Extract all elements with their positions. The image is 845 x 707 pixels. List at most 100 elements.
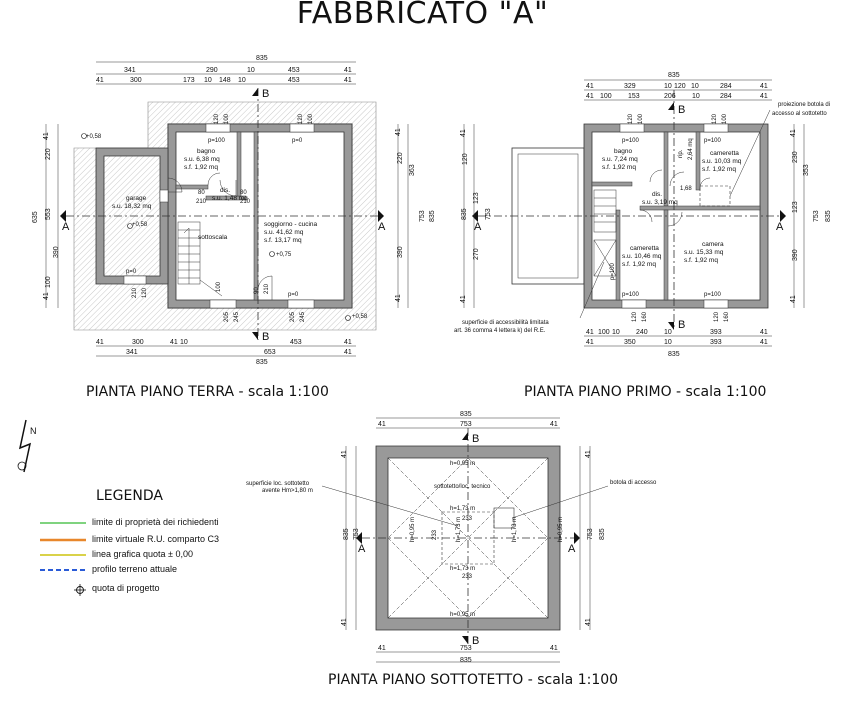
dim-text: 210 xyxy=(264,283,270,294)
dim-text: 41 xyxy=(586,83,594,90)
dim-text: 835 xyxy=(429,210,436,222)
section-arrow-b-bottom xyxy=(668,322,674,330)
attic-plan: A A B B h=0,95 m h=0,95 m h=0,95 m h=0,9… xyxy=(246,411,657,664)
dim-text: 41 xyxy=(586,93,594,100)
note-text: superficie di accessibilità limitata xyxy=(462,320,549,326)
dim-text: 100 xyxy=(45,276,52,288)
dim-text: 123 xyxy=(792,201,799,213)
caption-ground-floor: PIANTA PIANO TERRA - scala 1:100 xyxy=(86,384,329,400)
dim-text: 120 xyxy=(628,113,634,124)
dim-text: 390 xyxy=(53,246,60,258)
dim-text: 393 xyxy=(710,329,722,336)
dim-text: 41 xyxy=(344,67,352,74)
dim-text: 753 xyxy=(460,645,472,652)
dim-text: 90 xyxy=(254,287,260,294)
dim-text: 835 xyxy=(825,210,832,222)
dim-text: 41 xyxy=(378,645,386,652)
section-label: A xyxy=(568,543,576,555)
dim-text: 835 xyxy=(343,528,350,540)
dim-text: 245 xyxy=(234,311,240,322)
dim-text: 41 xyxy=(550,421,558,428)
caption-first-floor: PIANTA PIANO PRIMO - scala 1:100 xyxy=(524,384,767,400)
dim-text: 120 xyxy=(714,311,720,322)
section-arrow-b-top xyxy=(462,432,468,440)
dim-text: 10 xyxy=(238,77,246,84)
section-arrow-b-top xyxy=(668,102,674,110)
dim-text: 41 xyxy=(344,339,352,346)
dim-text: 160 xyxy=(642,311,648,322)
dim-text: 753 xyxy=(353,528,360,540)
legend-item-quota-progetto: quota di progetto xyxy=(92,583,160,593)
section-label: B xyxy=(678,104,685,116)
dim-text: 41 xyxy=(790,129,797,137)
dim-text: 41 xyxy=(344,77,352,84)
dim-text: 210 xyxy=(196,199,207,205)
level-label: p=0 xyxy=(288,292,299,298)
dim-text: 10 xyxy=(692,93,700,100)
height-label: h=0,95 m xyxy=(410,517,416,542)
section-arrow-a-right xyxy=(378,210,384,222)
section-label: A xyxy=(378,221,386,233)
dim-text: 120 xyxy=(632,311,638,322)
elevation-label: +0,58 xyxy=(352,314,368,320)
room-name: soggiorno - cucina xyxy=(264,221,317,228)
dim-text: 10 xyxy=(664,339,672,346)
dim-text: 835 xyxy=(256,359,268,366)
dim-text: 210 xyxy=(240,199,251,205)
dim-text: 10 xyxy=(691,83,699,90)
room-area: s.f. 13,17 mq xyxy=(264,237,302,244)
note-text: superficie loc. sottotetto xyxy=(246,481,310,487)
legend-quota-icon xyxy=(74,584,86,596)
dim-text: 120 xyxy=(214,113,220,124)
room-name: sottotetto/loc. tecnico xyxy=(434,484,491,490)
section-label: B xyxy=(262,88,269,100)
legend-item-property: limite di proprietà dei richiedenti xyxy=(92,517,219,527)
dim-text: 233 xyxy=(462,574,473,580)
dim-text: 10 xyxy=(180,339,188,346)
dim-text: 233 xyxy=(432,529,438,540)
dim-text: 753 xyxy=(419,210,426,222)
dim-text: 100 xyxy=(722,113,728,124)
dim-text: 353 xyxy=(803,164,810,176)
dim-text: 453 xyxy=(288,77,300,84)
dim-text: 390 xyxy=(397,246,404,258)
dim-text: 835 xyxy=(668,72,680,79)
dim-text: 10 xyxy=(204,77,212,84)
dim-text: 160 xyxy=(724,311,730,322)
dim-text: 41 xyxy=(96,339,104,346)
level-label: p=100 xyxy=(610,262,616,280)
caption-attic: PIANTA PIANO SOTTOTETTO - scala 1:100 xyxy=(328,672,619,688)
dim-text: 300 xyxy=(132,339,144,346)
level-label: p=100 xyxy=(622,292,640,298)
room-area: s.u. 15,33 mq xyxy=(684,249,724,256)
dim-text: 753 xyxy=(587,528,594,540)
dim-text: 205 xyxy=(290,311,296,322)
room-area: s.f. 1,92 mq xyxy=(184,164,218,171)
section-arrow-a-right xyxy=(780,210,786,222)
dim-text: 220 xyxy=(45,148,52,160)
dim-text: 553 xyxy=(45,208,52,220)
dim-text: 41 xyxy=(760,93,768,100)
legend-item-ru: limite virtuale R.U. comparto C3 xyxy=(92,534,220,544)
dim-text: 123 xyxy=(473,192,480,204)
dim-text: 41 xyxy=(790,295,797,303)
dim-text: 210 xyxy=(132,287,138,298)
dim-text: 41 xyxy=(586,329,594,336)
dim-text: 284 xyxy=(720,83,732,90)
section-arrow-a-left xyxy=(60,210,66,222)
room-name: camera xyxy=(702,241,724,248)
dim-text: 329 xyxy=(624,83,636,90)
room-area: s.f. 1,92 mq xyxy=(702,166,736,173)
room-area: s.f. 1,92 mq xyxy=(684,257,718,264)
dim-text: 635 xyxy=(32,211,39,223)
legend-title: LEGENDA xyxy=(96,488,163,504)
elevation-label: +0,75 xyxy=(276,252,292,258)
dim-text: 41 xyxy=(341,618,348,626)
note-text: art. 36 comma 4 lettera k) del R.E. xyxy=(454,328,546,334)
dim-text: 80 xyxy=(198,190,205,196)
dim-text: 100 xyxy=(638,113,644,124)
section-label: B xyxy=(472,635,479,647)
room-name: bagno xyxy=(614,148,632,155)
dim-text: 753 xyxy=(485,208,492,220)
dim-text: 41 xyxy=(586,339,594,346)
